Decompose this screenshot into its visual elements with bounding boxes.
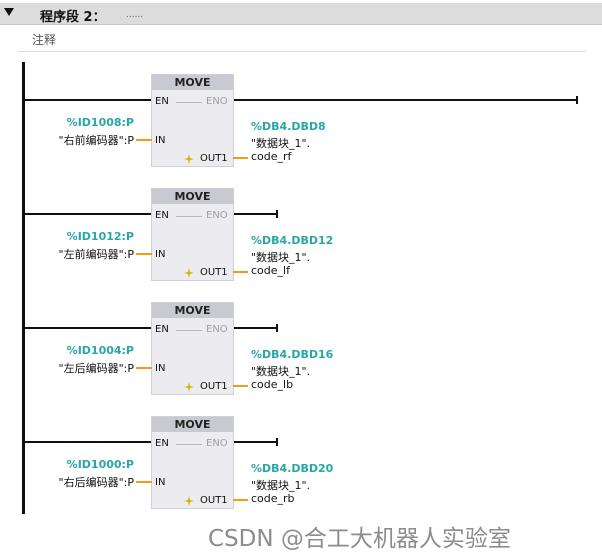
input-address[interactable]: %ID1012:P (66, 230, 134, 243)
rung-line (24, 213, 152, 215)
pin-eno: ENO (206, 438, 228, 449)
rung-end (576, 96, 578, 104)
en-eno-line (176, 102, 202, 103)
pin-out1: OUT1 (200, 153, 228, 164)
output-address[interactable]: %DB4.DBD20 (251, 462, 334, 475)
pin-in: IN (155, 477, 166, 488)
output-variable[interactable]: code_rf (251, 150, 292, 163)
rung-line (24, 327, 152, 329)
block-title: MOVE (152, 417, 233, 432)
comment-label: 注释 (32, 33, 57, 47)
pin-en: EN (155, 324, 169, 335)
move-block[interactable]: MOVE EN ENO IN OUT1 (151, 416, 234, 509)
rung-line-eno (233, 99, 577, 101)
rung-end (276, 210, 278, 218)
pin-en: EN (155, 96, 169, 107)
pin-in: IN (155, 249, 166, 260)
rung-line (24, 441, 152, 443)
output-db[interactable]: "数据块_1". (251, 479, 311, 492)
input-wire (136, 481, 152, 483)
sparkle-icon (184, 496, 194, 506)
input-wire (136, 367, 152, 369)
input-operand[interactable]: "左后编码器":P (58, 362, 134, 375)
pin-in: IN (155, 363, 166, 374)
output-wire (233, 385, 248, 387)
network-title: 程序段 2： (40, 10, 106, 25)
en-eno-line (176, 330, 202, 331)
output-variable[interactable]: code_lf (251, 264, 290, 277)
block-title: MOVE (152, 189, 233, 204)
output-db[interactable]: "数据块_1". (251, 365, 311, 378)
pin-out1: OUT1 (200, 381, 228, 392)
input-address[interactable]: %ID1000:P (66, 458, 134, 471)
pin-eno: ENO (206, 96, 228, 107)
output-variable[interactable]: code_rb (251, 492, 295, 505)
move-block[interactable]: MOVE EN ENO IN OUT1 (151, 302, 234, 395)
rung-line (24, 99, 152, 101)
input-address[interactable]: %ID1008:P (66, 116, 134, 129)
output-db[interactable]: "数据块_1". (251, 251, 311, 264)
block-title: MOVE (152, 303, 233, 318)
output-address[interactable]: %DB4.DBD8 (251, 120, 326, 133)
network-comment[interactable]: 注释 (18, 27, 586, 52)
rung-end (276, 324, 278, 332)
network-title-placeholder[interactable]: ...... (126, 10, 144, 20)
output-wire (233, 499, 248, 501)
power-rail (22, 62, 25, 514)
pin-en: EN (155, 210, 169, 221)
pin-in: IN (155, 135, 166, 146)
input-operand[interactable]: "右后编码器":P (58, 476, 134, 489)
sparkle-icon (184, 268, 194, 278)
collapse-triangle-icon[interactable] (4, 8, 14, 16)
sparkle-icon (184, 382, 194, 392)
output-variable[interactable]: code_lb (251, 378, 294, 391)
watermark: CSDN @合工大机器人实验室 (208, 526, 511, 552)
input-wire (136, 139, 152, 141)
block-title: MOVE (152, 75, 233, 90)
output-address[interactable]: %DB4.DBD16 (251, 348, 334, 361)
input-address[interactable]: %ID1004:P (66, 344, 134, 357)
rung-line-eno (233, 327, 277, 329)
move-block[interactable]: MOVE EN ENO IN OUT1 (151, 74, 234, 167)
input-wire (136, 253, 152, 255)
sparkle-icon (184, 154, 194, 164)
en-eno-line (176, 444, 202, 445)
rung-end (276, 438, 278, 446)
output-wire (233, 157, 248, 159)
pin-eno: ENO (206, 324, 228, 335)
input-operand[interactable]: "左前编码器":P (58, 248, 134, 261)
output-address[interactable]: %DB4.DBD12 (251, 234, 334, 247)
pin-out1: OUT1 (200, 267, 228, 278)
pin-en: EN (155, 438, 169, 449)
input-operand[interactable]: "右前编码器":P (58, 134, 134, 147)
rung-line-eno (233, 441, 277, 443)
network-header: 程序段 2： ...... (0, 3, 602, 25)
move-block[interactable]: MOVE EN ENO IN OUT1 (151, 188, 234, 281)
output-db[interactable]: "数据块_1". (251, 137, 311, 150)
pin-eno: ENO (206, 210, 228, 221)
pin-out1: OUT1 (200, 495, 228, 506)
output-wire (233, 271, 248, 273)
rung-line-eno (233, 213, 277, 215)
en-eno-line (176, 216, 202, 217)
